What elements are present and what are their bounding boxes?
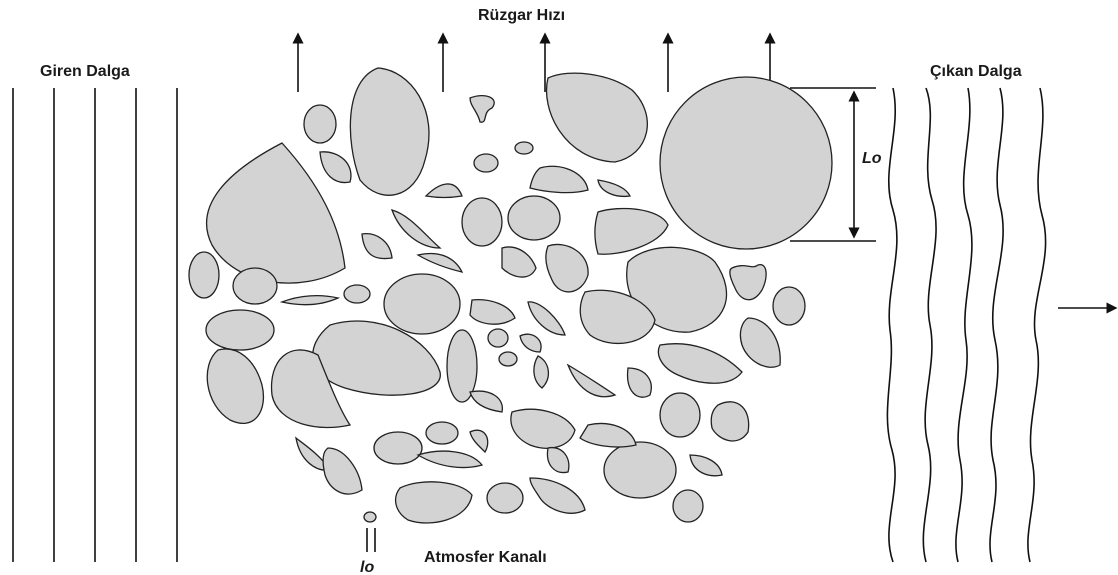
atmospheric-channel-label: Atmosfer Kanalı bbox=[424, 549, 547, 566]
eddy bbox=[418, 254, 462, 272]
eddy bbox=[546, 244, 588, 291]
outgoing-wavefronts bbox=[887, 88, 1045, 562]
inner-scale-dimension bbox=[367, 528, 375, 552]
eddy bbox=[470, 300, 515, 325]
eddy bbox=[598, 180, 630, 196]
eddy bbox=[384, 274, 460, 334]
eddy bbox=[673, 490, 703, 522]
eddy bbox=[740, 318, 780, 367]
eddy bbox=[396, 482, 472, 523]
eddy bbox=[530, 478, 585, 513]
eddy bbox=[426, 184, 462, 198]
eddy bbox=[487, 483, 523, 513]
eddy bbox=[730, 265, 766, 300]
eddy bbox=[690, 455, 722, 476]
outer-scale-label: Lo bbox=[862, 150, 882, 167]
turbulent-eddies bbox=[189, 68, 832, 523]
eddy bbox=[282, 296, 338, 305]
eddy bbox=[392, 210, 440, 248]
wind-speed-label: Rüzgar Hızı bbox=[478, 7, 565, 24]
eddy bbox=[711, 402, 748, 441]
eddy bbox=[628, 368, 652, 397]
eddy bbox=[418, 451, 482, 467]
eddy bbox=[604, 442, 676, 498]
eddy bbox=[595, 208, 668, 254]
eddy bbox=[488, 329, 508, 347]
eddy bbox=[364, 512, 376, 522]
eddy bbox=[462, 198, 502, 246]
eddy bbox=[426, 422, 458, 444]
incoming-wave-label: Giren Dalga bbox=[40, 63, 130, 80]
outgoing-wavefront-line bbox=[956, 88, 972, 562]
eddy bbox=[470, 391, 502, 412]
eddy bbox=[323, 448, 362, 494]
eddy bbox=[534, 356, 548, 388]
eddy bbox=[344, 285, 370, 303]
eddy bbox=[233, 268, 277, 304]
eddy bbox=[580, 424, 636, 447]
eddy bbox=[547, 448, 568, 473]
eddy bbox=[474, 154, 498, 172]
eddy bbox=[304, 105, 336, 143]
eddy bbox=[660, 77, 832, 249]
outgoing-wave-label: Çıkan Dalga bbox=[930, 63, 1022, 80]
eddy bbox=[320, 152, 351, 183]
eddy bbox=[206, 310, 274, 350]
eddy bbox=[502, 247, 536, 277]
eddy bbox=[528, 302, 565, 335]
eddy bbox=[499, 352, 517, 366]
eddy bbox=[362, 234, 392, 259]
eddy bbox=[350, 68, 429, 195]
eddy bbox=[547, 73, 648, 162]
outgoing-wavefront-line bbox=[923, 88, 936, 562]
eddy bbox=[658, 344, 742, 384]
incoming-wavefronts bbox=[13, 88, 177, 562]
eddy bbox=[508, 196, 560, 240]
eddy bbox=[773, 287, 805, 325]
eddy bbox=[189, 252, 219, 298]
eddy bbox=[470, 430, 488, 452]
outgoing-wavefront-line bbox=[887, 88, 896, 562]
eddy bbox=[207, 349, 263, 423]
eddy bbox=[515, 142, 533, 154]
inner-scale-label: lo bbox=[360, 559, 374, 575]
eddy bbox=[520, 334, 541, 352]
outgoing-wavefront-line bbox=[1028, 88, 1046, 562]
eddy bbox=[374, 432, 422, 464]
eddy bbox=[568, 365, 615, 397]
eddy bbox=[660, 393, 700, 437]
eddy bbox=[470, 96, 494, 123]
outgoing-wavefront-line bbox=[990, 88, 1003, 562]
eddy bbox=[511, 409, 575, 448]
eddy bbox=[530, 166, 588, 192]
